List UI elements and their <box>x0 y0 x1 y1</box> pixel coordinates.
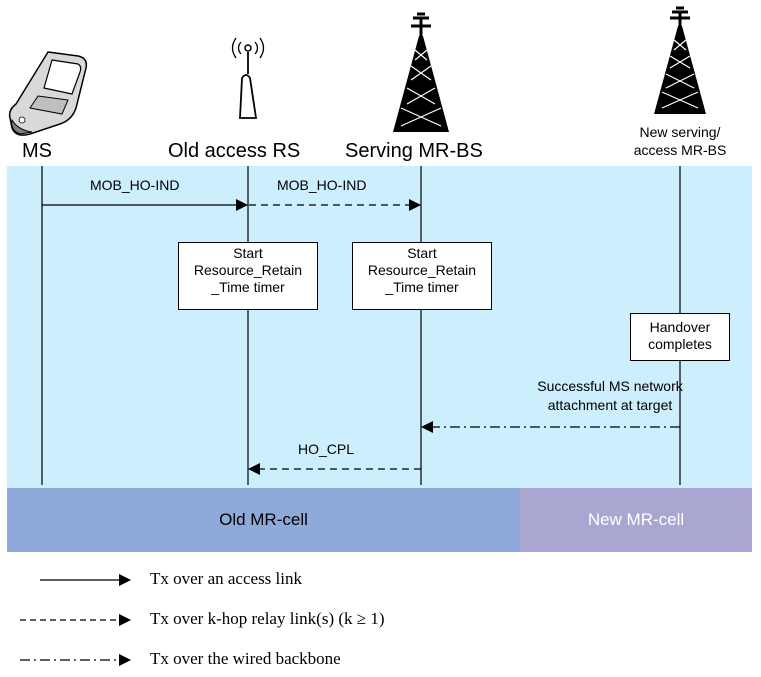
rs-timer-box: Start Resource_Retain _Time timer <box>178 242 318 310</box>
mobile-phone-icon <box>8 51 88 136</box>
box-line: Resource_Retain <box>367 262 477 278</box>
box-line: _Time timer <box>211 279 285 295</box>
box-line: Resource_Retain <box>193 262 303 278</box>
bs-timer-box: Start Resource_Retain _Time timer <box>352 242 492 310</box>
old-mr-cell-label: Old MR-cell <box>219 510 308 529</box>
message-label-mob-ho-ind-2: MOB_HO-IND <box>277 177 367 193</box>
tower-icon <box>393 12 449 132</box>
ms-label: MS <box>22 140 52 162</box>
message-label-mob-ho-ind-1: MOB_HO-IND <box>90 177 180 193</box>
sequence-area-background <box>7 166 752 488</box>
handover-completes-box: Handover completes <box>630 313 730 361</box>
box-line: Start <box>233 245 263 261</box>
legend-relay-link-text: Tx over k-hop relay link(s) (k ≥ 1) <box>150 609 385 628</box>
attachment-label-line-1: Successful MS network <box>537 378 683 394</box>
box-line: _Time timer <box>385 279 459 295</box>
box-line: Handover <box>649 319 711 335</box>
relay-antenna-icon <box>231 37 265 119</box>
box-line: completes <box>648 336 712 352</box>
legend-wired-backbone-text: Tx over the wired backbone <box>150 649 341 668</box>
message-label-attachment: Successful MS network attachment at targ… <box>520 377 700 415</box>
legend-access-link-text: Tx over an access link <box>150 569 302 588</box>
new-serving-label-line-1: New serving/ <box>639 124 721 140</box>
old-access-rs-label: Old access RS <box>168 140 301 162</box>
new-serving-label-line-2: access MR-BS <box>633 142 727 158</box>
new-mr-cell-label: New MR-cell <box>587 510 685 529</box>
old-mr-cell-region <box>7 488 520 552</box>
box-line: Start <box>407 245 437 261</box>
new-serving-mr-bs-label: New serving/ access MR-BS <box>610 123 750 159</box>
tower-icon <box>654 6 706 114</box>
new-mr-cell-region <box>520 488 752 552</box>
attachment-label-line-2: attachment at target <box>547 397 673 413</box>
serving-mr-bs-label: Serving MR-BS <box>345 140 483 162</box>
message-label-ho-cpl: HO_CPL <box>298 441 355 457</box>
